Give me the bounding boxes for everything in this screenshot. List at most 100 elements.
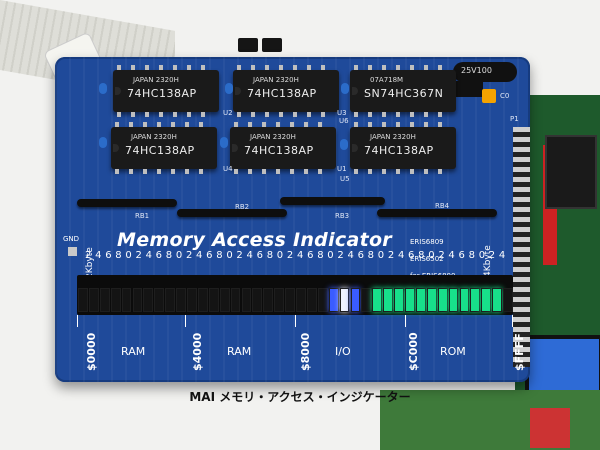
capacitor	[99, 137, 107, 148]
scale-digit: 6	[155, 250, 163, 261]
address-ffff: $FFFF	[513, 333, 526, 371]
scale-digit: 8	[216, 250, 223, 261]
led-segment	[110, 288, 121, 312]
resistor-network-rb4	[377, 209, 497, 217]
resistor-network-rb2	[177, 209, 287, 217]
pin-header	[525, 127, 530, 367]
led-segment	[165, 288, 176, 312]
ic-notch	[352, 144, 358, 152]
gnd-label: GND	[63, 235, 80, 243]
scale-digit: 8	[266, 250, 274, 261]
scale-digit: 0	[478, 250, 486, 261]
capacitor-label: 25V100	[461, 66, 492, 75]
led-segment	[372, 288, 383, 312]
scale-digit: 4	[347, 250, 354, 261]
ic-notch	[113, 144, 119, 152]
ic-manufacturer: JAPAN 2320H	[250, 133, 296, 141]
led-segment	[252, 288, 263, 312]
scale-digit: 0	[276, 250, 284, 261]
led-segment	[274, 288, 285, 312]
scale-digit: 8	[418, 250, 425, 261]
scale-digit: 8	[367, 250, 375, 261]
region-tick	[512, 315, 513, 327]
led-segment	[503, 288, 513, 312]
scale-digit: 2	[85, 250, 92, 261]
scale-digit: 8	[115, 250, 122, 261]
led-segment	[492, 288, 503, 312]
scale-digit: 2	[286, 250, 294, 261]
scale-digit: 2	[135, 250, 142, 261]
scale-digit: 0	[377, 250, 385, 261]
led-segment	[383, 288, 394, 312]
photo-caption: MAI メモリ・アクセス・インジケーター	[189, 390, 411, 404]
scale-digit: 4	[196, 250, 203, 261]
ic-chip-u2: JAPAN 2320H 74HC138AP	[113, 65, 219, 117]
pcb-board: 25V100 C0 P1 JAPAN 2320H 74HC138AP JAPAN…	[55, 57, 530, 382]
scale-digit: 6	[206, 250, 213, 261]
ref-u4: U4	[223, 165, 233, 173]
address-c000: $C000	[407, 332, 420, 371]
ic-notch	[235, 87, 241, 95]
ref-u5: U5	[340, 175, 350, 183]
variant-label: ERIS6809	[410, 237, 444, 246]
ic-manufacturer: 07A718M	[370, 76, 404, 84]
scale-digit: 0	[226, 250, 233, 261]
ref-rb3: RB3	[335, 212, 350, 220]
resistor-network-rb3	[280, 197, 385, 205]
scale-digit: 0	[428, 250, 435, 261]
led-segment	[317, 288, 328, 312]
scale-digit: 6	[256, 250, 263, 261]
scale-digit: 8	[317, 250, 324, 261]
ic-part-number: SN74HC367N	[364, 87, 444, 100]
scale-digit: 6	[105, 250, 112, 261]
scale-digit: 2	[337, 250, 344, 261]
ic-chip-u1: JAPAN 2320H 74HC138AP	[230, 122, 336, 174]
led-segment	[415, 288, 426, 312]
scale-digit: 8	[468, 250, 475, 261]
scale-digit: 6	[408, 250, 415, 261]
address-0000: $0000	[85, 332, 98, 371]
led-segment	[219, 288, 230, 312]
ic-part-number: 74HC138AP	[127, 87, 197, 100]
led-segment	[339, 288, 350, 312]
led-segment	[132, 288, 143, 312]
capacitor	[340, 139, 348, 150]
scale-digit: 6	[307, 250, 314, 261]
scale-digit: 2	[488, 250, 496, 261]
scale-digit: 8	[165, 250, 173, 261]
region-tick	[77, 315, 78, 327]
ic-notch	[232, 144, 238, 152]
led-segment	[241, 288, 252, 312]
scale-digit: 2	[438, 250, 445, 261]
led-segment	[328, 288, 339, 312]
background-component-red	[530, 408, 570, 448]
scale-digit: 4	[498, 250, 506, 261]
address-8000: $8000	[299, 332, 312, 371]
ref-rb4: RB4	[435, 202, 450, 210]
led-segment	[99, 288, 110, 312]
top-connector	[238, 38, 258, 52]
capacitor	[220, 137, 228, 148]
scale-digit: 0	[327, 250, 334, 261]
background-board-bottom	[380, 390, 600, 450]
scale-digit: 6	[458, 250, 465, 261]
led-segment	[187, 288, 197, 312]
region-label-ram: RAM	[121, 345, 146, 358]
led-segment	[448, 288, 459, 312]
ref-u2: U2	[223, 109, 233, 117]
scale-digit: 2	[185, 250, 193, 261]
scale-digit: 4	[145, 250, 152, 261]
ic-part-number: 74HC138AP	[247, 87, 317, 100]
ref-p1: P1	[510, 115, 519, 123]
capacitor	[99, 83, 107, 94]
electrolytic-capacitor: 25V100	[453, 62, 517, 82]
gnd-pad	[68, 247, 77, 256]
capacitor	[341, 83, 349, 94]
capacitor	[225, 83, 233, 94]
led-segment	[296, 288, 306, 312]
led-bar	[77, 275, 513, 315]
variant-label: ERIS6502	[410, 254, 444, 263]
scale-digit: 4	[246, 250, 253, 261]
